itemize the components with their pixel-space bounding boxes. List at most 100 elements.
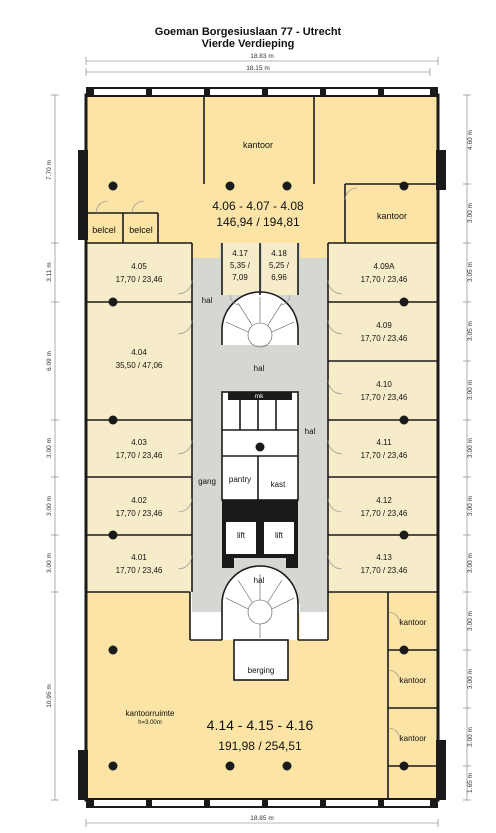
label-kantoorruimte-height: h=3.00m (138, 720, 162, 726)
dim-top-inner: 18.15 m (246, 65, 270, 72)
label-hal-right: hal (305, 427, 316, 436)
label-4-12-area: 17,70 / 23,46 (361, 509, 408, 518)
dim-left-3: 6.09 m (46, 351, 53, 371)
label-gang: gang (198, 477, 216, 486)
label-kantoor-right: kantoor (377, 211, 407, 221)
dim-left-5: 3.00 m (46, 496, 53, 516)
label-4-09: 4.09 (376, 321, 392, 330)
label-kantoor-top: kantoor (243, 140, 273, 150)
room-4-12 (328, 477, 438, 535)
room-4-11 (328, 420, 438, 477)
label-main-top-area: 146,94 / 194,81 (216, 215, 300, 229)
label-4-02-area: 17,70 / 23,46 (116, 509, 163, 518)
mk-bar (228, 392, 292, 400)
label-4-18-area1: 5,25 / (269, 261, 290, 270)
dimension-ticks (51, 94, 471, 801)
room-4-09a (328, 243, 438, 302)
label-4-03: 4.03 (131, 438, 147, 447)
label-hal-center: hal (254, 364, 265, 373)
label-4-01: 4.01 (131, 553, 147, 562)
label-pantry: pantry (229, 475, 251, 484)
columns (108, 181, 409, 771)
plan-title: Goeman Borgesiuslaan 77 - Utrecht (154, 26, 342, 38)
room-4-02 (86, 477, 192, 535)
dim-left-4: 3.00 m (46, 438, 53, 458)
label-4-09a: 4.09A (374, 262, 396, 271)
label-4-09-area: 17,70 / 23,46 (361, 334, 408, 343)
label-kantoorruimte: kantoorruimte (126, 709, 175, 718)
dim-right-9: 3.00 m (467, 611, 474, 631)
label-4-04: 4.04 (131, 348, 147, 357)
label-main-bottom-name: 4.14 - 4.15 - 4.16 (207, 717, 314, 733)
label-4-12: 4.12 (376, 496, 392, 505)
dim-right-2: 3.00 m (467, 203, 474, 223)
office-top-area (86, 95, 438, 258)
room-berging (234, 640, 288, 680)
label-4-01-area: 17,70 / 23,46 (116, 566, 163, 575)
dim-right-5: 3.00 m (467, 380, 474, 400)
dim-bottom: 18.85 m (250, 815, 274, 822)
room-4-17 (222, 243, 259, 295)
label-4-09a-area: 17,70 / 23,46 (361, 275, 408, 284)
label-hal-left: hal (202, 296, 213, 305)
dim-right-4: 3.05 m (467, 321, 474, 341)
floor-fills (86, 95, 438, 800)
dim-right-12: 1.65 m (467, 773, 474, 793)
room-4-04 (86, 302, 192, 420)
label-4-18-area2: 6,96 (271, 273, 287, 282)
label-berging: berging (248, 666, 275, 675)
label-hal-bottom: hal (254, 576, 265, 585)
stair-treads (225, 297, 295, 638)
room-4-09 (328, 302, 438, 361)
label-4-17-area1: 5,35 / (230, 261, 251, 270)
label-4-04-area: 35,50 / 47,06 (116, 361, 163, 370)
dim-right-8: 3.00 m (467, 553, 474, 573)
room-4-05 (86, 243, 192, 302)
dim-right-6: 3.00 m (467, 438, 474, 458)
label-4-03-area: 17,70 / 23,46 (116, 451, 163, 460)
dim-right-7: 3.00 m (467, 496, 474, 516)
label-4-13: 4.13 (376, 553, 392, 562)
dimension-lines (54, 57, 468, 827)
room-4-18 (262, 243, 298, 295)
dim-right-11: 3.00 m (467, 727, 474, 747)
dim-right-10: 3.00 m (467, 669, 474, 689)
doors (95, 187, 401, 741)
label-4-17: 4.17 (232, 249, 248, 258)
room-4-01 (86, 535, 192, 592)
label-main-bottom-area: 191,98 / 254,51 (218, 739, 302, 753)
room-4-03 (86, 420, 192, 477)
label-4-11: 4.11 (377, 438, 393, 447)
label-kantoor-b1: kantoor (400, 618, 427, 627)
label-4-10: 4.10 (376, 380, 392, 389)
plan-subtitle: Vierde Verdieping (201, 38, 295, 50)
label-4-11-area: 17,70 / 23,46 (361, 451, 408, 460)
dim-left-6: 3.00 m (46, 553, 53, 573)
dim-top-outer: 18.83 m (250, 53, 274, 60)
label-4-05-area: 17,70 / 23,46 (116, 275, 163, 284)
core-pantry (222, 456, 258, 500)
dim-right-3: 3.05 m (467, 262, 474, 282)
lift-shafts (222, 500, 298, 568)
office-bottom-area (86, 592, 438, 800)
label-kast: kast (271, 480, 286, 489)
dim-left-7: 10.95 m (46, 684, 53, 708)
label-kantoor-b3: kantoor (400, 734, 427, 743)
outer-walls (78, 87, 446, 808)
inner-walls (86, 95, 438, 800)
dim-left-1: 7.70 m (46, 160, 53, 180)
dim-left-2: 3.11 m (46, 262, 53, 281)
label-belcel-1: belcel (92, 225, 116, 235)
room-4-10 (328, 361, 438, 420)
room-4-13 (328, 535, 438, 592)
label-4-18: 4.18 (271, 249, 287, 258)
dim-right-1: 4.60 m (467, 130, 474, 150)
label-kantoor-b2: kantoor (400, 676, 427, 685)
label-4-10-area: 17,70 / 23,46 (361, 393, 408, 402)
label-4-17-area2: 7,09 (232, 273, 248, 282)
core-kast (258, 456, 298, 500)
label-4-13-area: 17,70 / 23,46 (361, 566, 408, 575)
label-lift-1: lift (237, 531, 246, 540)
label-main-top-name: 4.06 - 4.07 - 4.08 (212, 199, 304, 213)
